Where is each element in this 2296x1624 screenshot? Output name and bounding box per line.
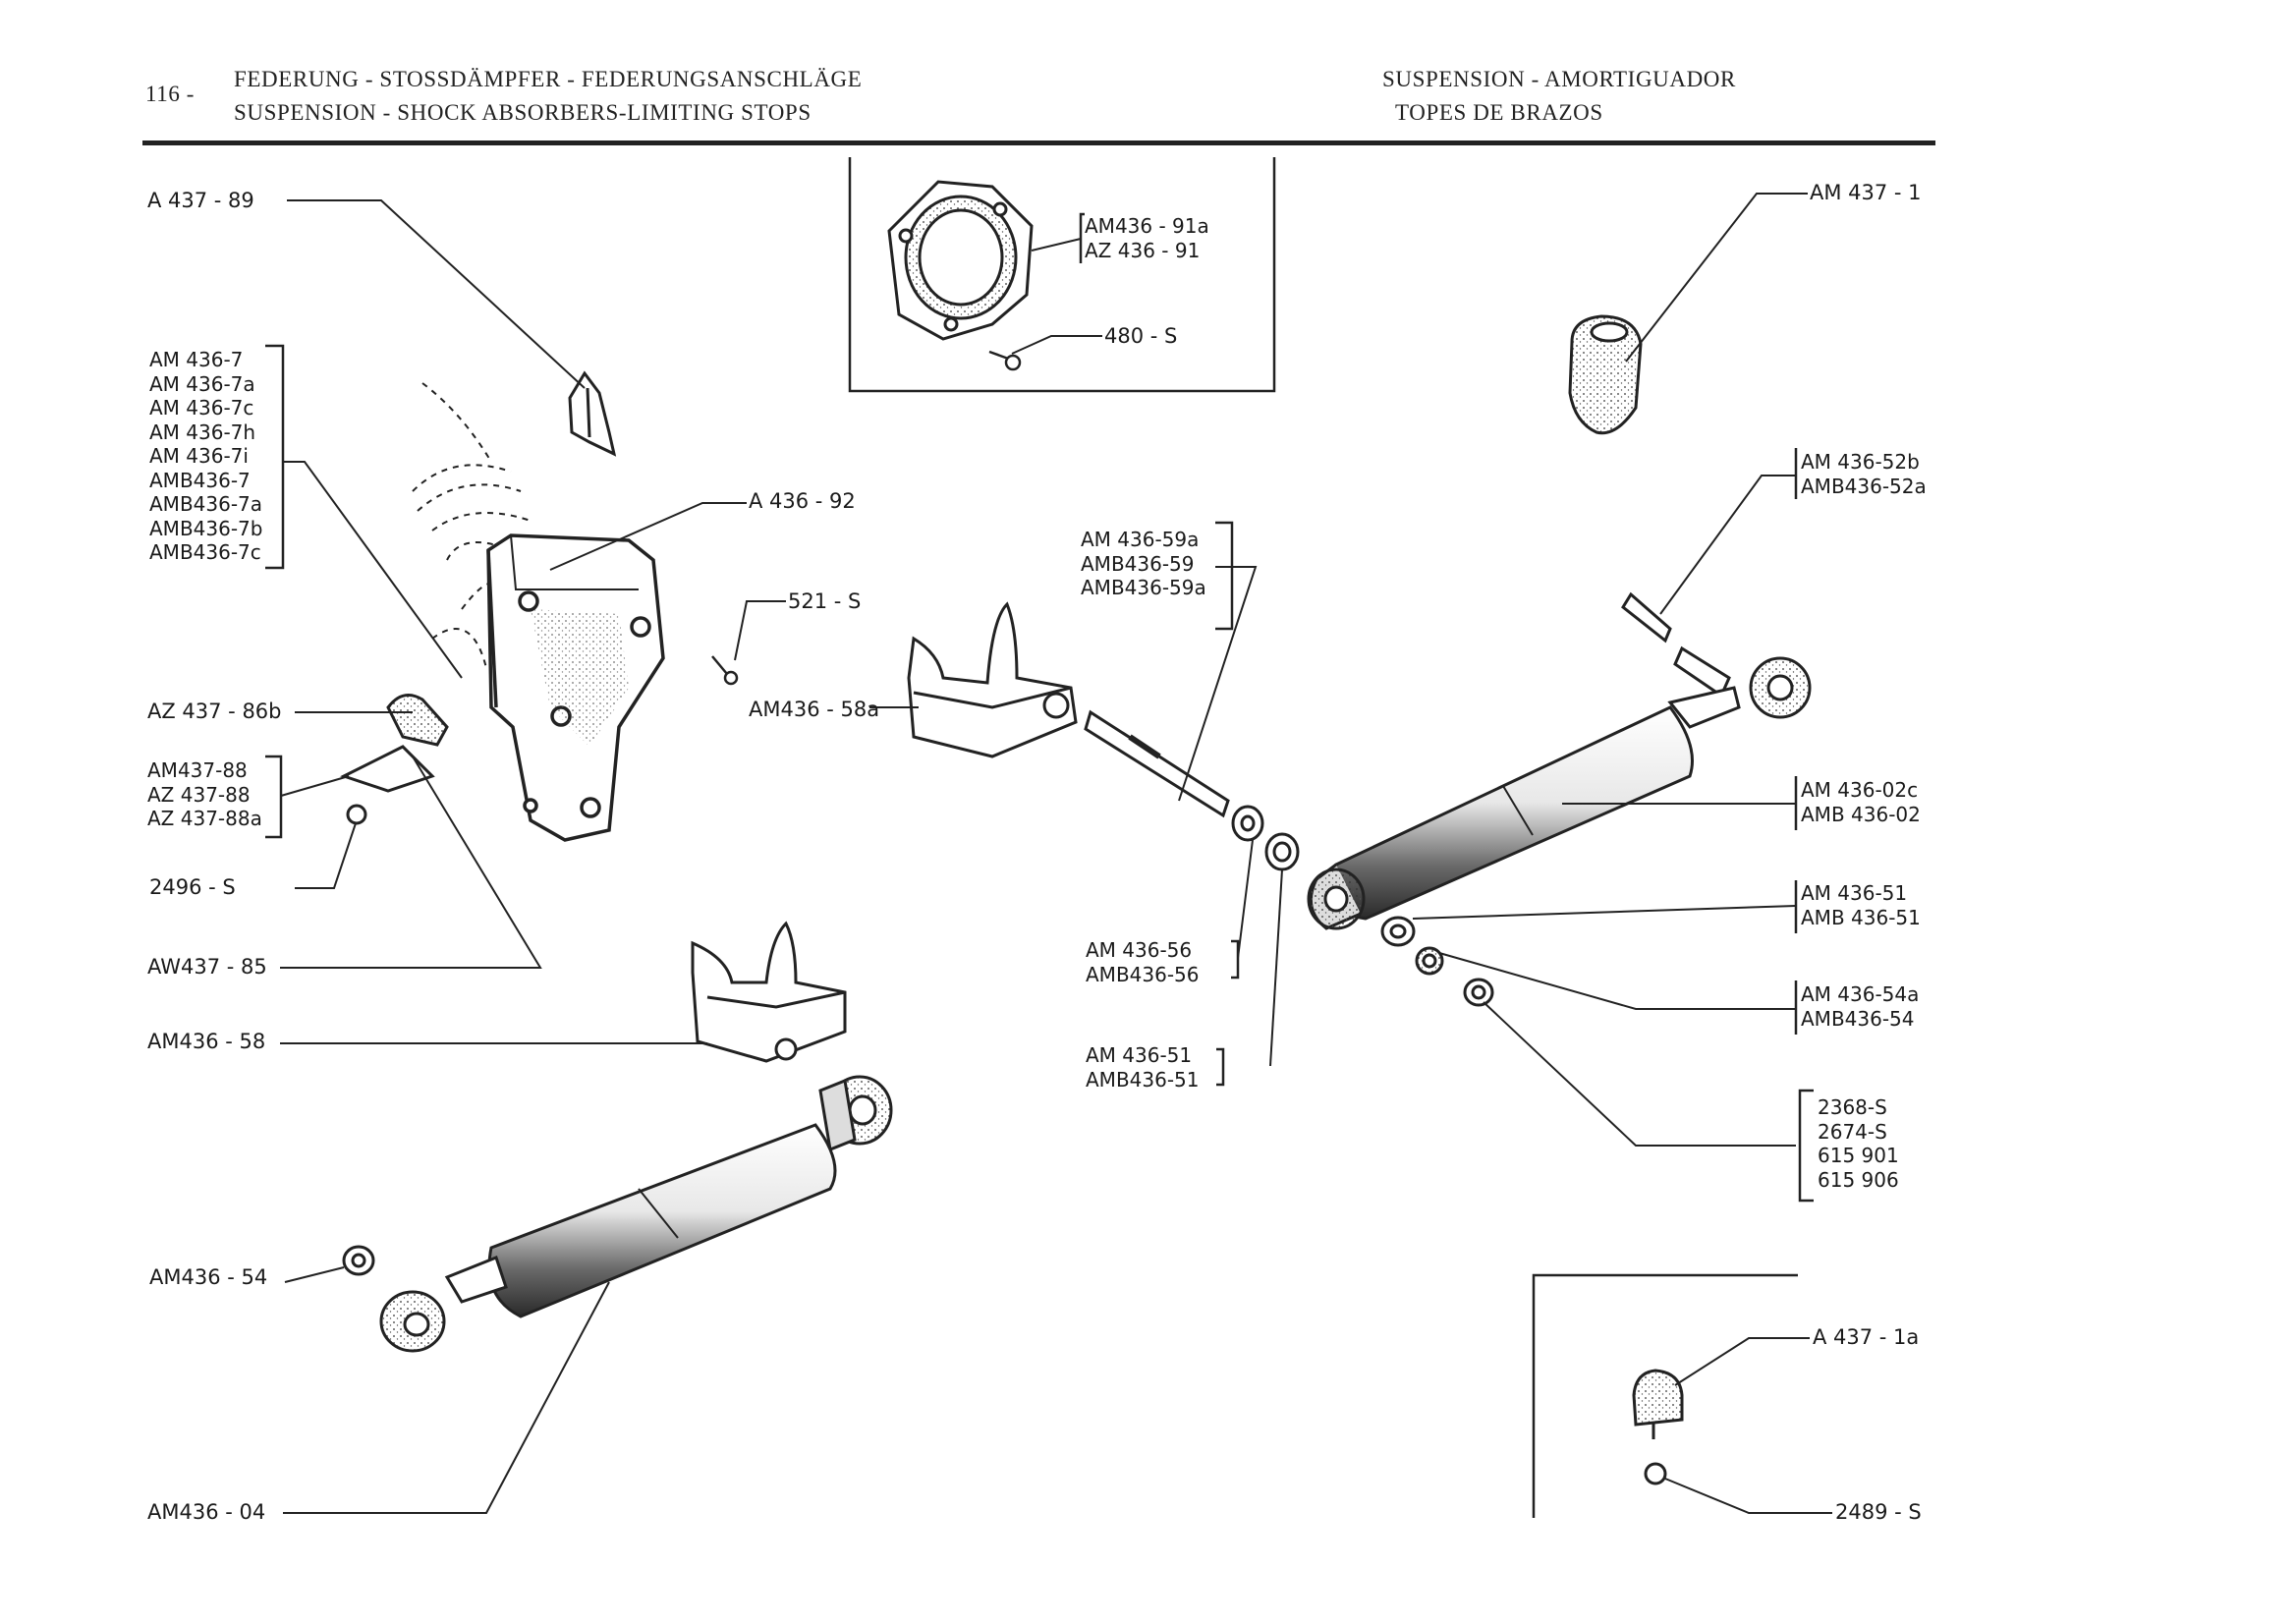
group-item: AM 436-7: [149, 348, 244, 371]
nut-2368s-drawing: [1463, 978, 1494, 1007]
callout-a436-92: A 436 - 92: [749, 489, 856, 513]
bracket-am436-58a-drawing: [907, 601, 1078, 758]
header-title-en: SUSPENSION - SHOCK ABSORBERS-LIMITING ST…: [234, 100, 812, 125]
group-item: AMB436-52a: [1801, 474, 1927, 498]
callout-group-am436-91: AM436 - 91a AZ 436 - 91: [1085, 214, 1209, 262]
nut-2496s-drawing: [346, 804, 367, 825]
callout-am436-58a: AM436 - 58a: [749, 698, 880, 721]
inset-frame-bottom-right: [1532, 1273, 1798, 1518]
callout-am436-58: AM436 - 58: [147, 1030, 266, 1053]
group-item: AM 436-51: [1801, 881, 1908, 905]
group-brackets: [265, 212, 1814, 1203]
washer-am436-54-drawing: [342, 1245, 375, 1276]
washer-am436-51-mid-drawing: [1264, 832, 1300, 871]
shock-absorber-right-drawing: [1307, 591, 1812, 930]
callout-a437-1a: A 437 - 1a: [1813, 1325, 1920, 1349]
spacer-am436-56-drawing: [1231, 805, 1264, 842]
page-number: 116 -: [145, 82, 196, 106]
callout-am436-54: AM436 - 54: [149, 1265, 268, 1289]
group-item: AMB436-7: [149, 468, 251, 492]
callout-2496s: 2496 - S: [149, 875, 236, 899]
group-item: AM 436-7a: [149, 371, 255, 396]
group-item: AMB436-51: [1086, 1067, 1200, 1092]
header-title-es-2: TOPES DE BRAZOS: [1395, 100, 1603, 125]
group-item: AZ 437-88a: [147, 807, 262, 830]
washer-am436-51-right-drawing: [1380, 916, 1416, 947]
callout-group-am437-88: AM437-88 AZ 437-88 AZ 437-88a: [147, 758, 262, 831]
callout-group-am436-51-mid: AM 436-51 AMB436-51: [1086, 1043, 1200, 1092]
bump-stop-drawing: [1568, 314, 1643, 435]
mounting-plate-shading: [531, 609, 629, 747]
callout-az437-86b: AZ 437 - 86b: [147, 700, 282, 723]
callout-2489s: 2489 - S: [1835, 1500, 1922, 1524]
nut-2489s-drawing: [1644, 1462, 1667, 1485]
group-item: AMB436-7a: [149, 492, 263, 516]
group-item: 615 906: [1818, 1167, 1899, 1192]
group-item: AM 436-56: [1086, 938, 1193, 962]
callout-am436-04: AM436 - 04: [147, 1500, 266, 1524]
callout-521s: 521 - S: [788, 589, 862, 613]
bracket-am436-58-drawing: [691, 921, 847, 1063]
nut-am436-54-right-drawing: [1415, 946, 1444, 976]
callout-group-fasteners: 2368-S 2674-S 615 901 615 906: [1818, 1095, 1899, 1192]
header-rule: [142, 140, 1935, 145]
group-item: AMB436-54: [1801, 1006, 1915, 1031]
group-item: AM 436-52b: [1801, 450, 1920, 474]
callout-group-am436-52: AM 436-52b AMB436-52a: [1801, 450, 1927, 498]
group-item: 615 901: [1818, 1144, 1899, 1167]
group-item: 2368-S: [1818, 1095, 1887, 1119]
group-item: 2674-S: [1818, 1119, 1887, 1144]
group-item: AMB436-56: [1086, 962, 1200, 986]
header-title-es-1: SUSPENSION - AMORTIGUADOR: [1382, 67, 1736, 91]
group-item: AM 436-7c: [149, 396, 254, 420]
group-item: AM 436-59a: [1081, 528, 1200, 551]
group-item: AM 436-7i: [149, 444, 249, 468]
bracket-a437-89-drawing: [568, 370, 617, 457]
group-item: AZ 436 - 91: [1085, 238, 1201, 262]
bump-stop-small-drawing: [1632, 1369, 1684, 1439]
screw-480s-drawing: [988, 350, 1022, 371]
group-item: AMB436-59: [1081, 551, 1195, 576]
gasket-plate-drawing: [887, 180, 1034, 341]
callout-aw437-85: AW437 - 85: [147, 955, 267, 979]
callout-group-am436-7: AM 436-7 AM 436-7a AM 436-7c AM 436-7h A…: [149, 348, 262, 565]
callout-group-am436-56: AM 436-56 AMB436-56: [1086, 938, 1200, 986]
callout-group-am436-51-right: AM 436-51 AMB 436-51: [1801, 881, 1921, 929]
screw-521s-drawing: [711, 655, 739, 686]
group-item: AMB436-7c: [149, 540, 261, 564]
group-item: AMB436-59a: [1081, 576, 1206, 599]
group-item: AM 436-02c: [1801, 778, 1919, 802]
callout-group-am436-54-right: AM 436-54a AMB436-54: [1801, 982, 1919, 1031]
stud-am436-59-drawing: [1084, 709, 1230, 818]
group-item: AM436 - 91a: [1085, 214, 1209, 238]
group-item: AM 436-51: [1086, 1043, 1193, 1067]
callout-am437-1: AM 437 - 1: [1810, 181, 1922, 204]
group-item: AMB 436-02: [1801, 802, 1921, 826]
callout-480s: 480 - S: [1104, 324, 1178, 348]
stop-az437-86b-drawing: [340, 694, 449, 793]
callout-group-am436-59: AM 436-59a AMB436-59 AMB436-59a: [1081, 528, 1206, 600]
inset-frame-top: [848, 157, 1276, 393]
shock-absorber-left-drawing: [379, 1075, 893, 1353]
leader-lines: [280, 193, 1832, 1514]
callout-a437-89: A 437 - 89: [147, 189, 254, 212]
group-item: AZ 437-88: [147, 782, 251, 807]
callout-group-am436-02: AM 436-02c AMB 436-02: [1801, 778, 1921, 826]
header-title-de: FEDERUNG - STOSSDÄMPFER - FEDERUNGSANSCH…: [234, 67, 863, 91]
group-item: AMB 436-51: [1801, 905, 1921, 929]
group-item: AMB436-7b: [149, 516, 263, 540]
group-item: AM437-88: [147, 758, 248, 782]
group-item: AM 436-54a: [1801, 982, 1920, 1006]
group-item: AM 436-7h: [149, 420, 256, 444]
